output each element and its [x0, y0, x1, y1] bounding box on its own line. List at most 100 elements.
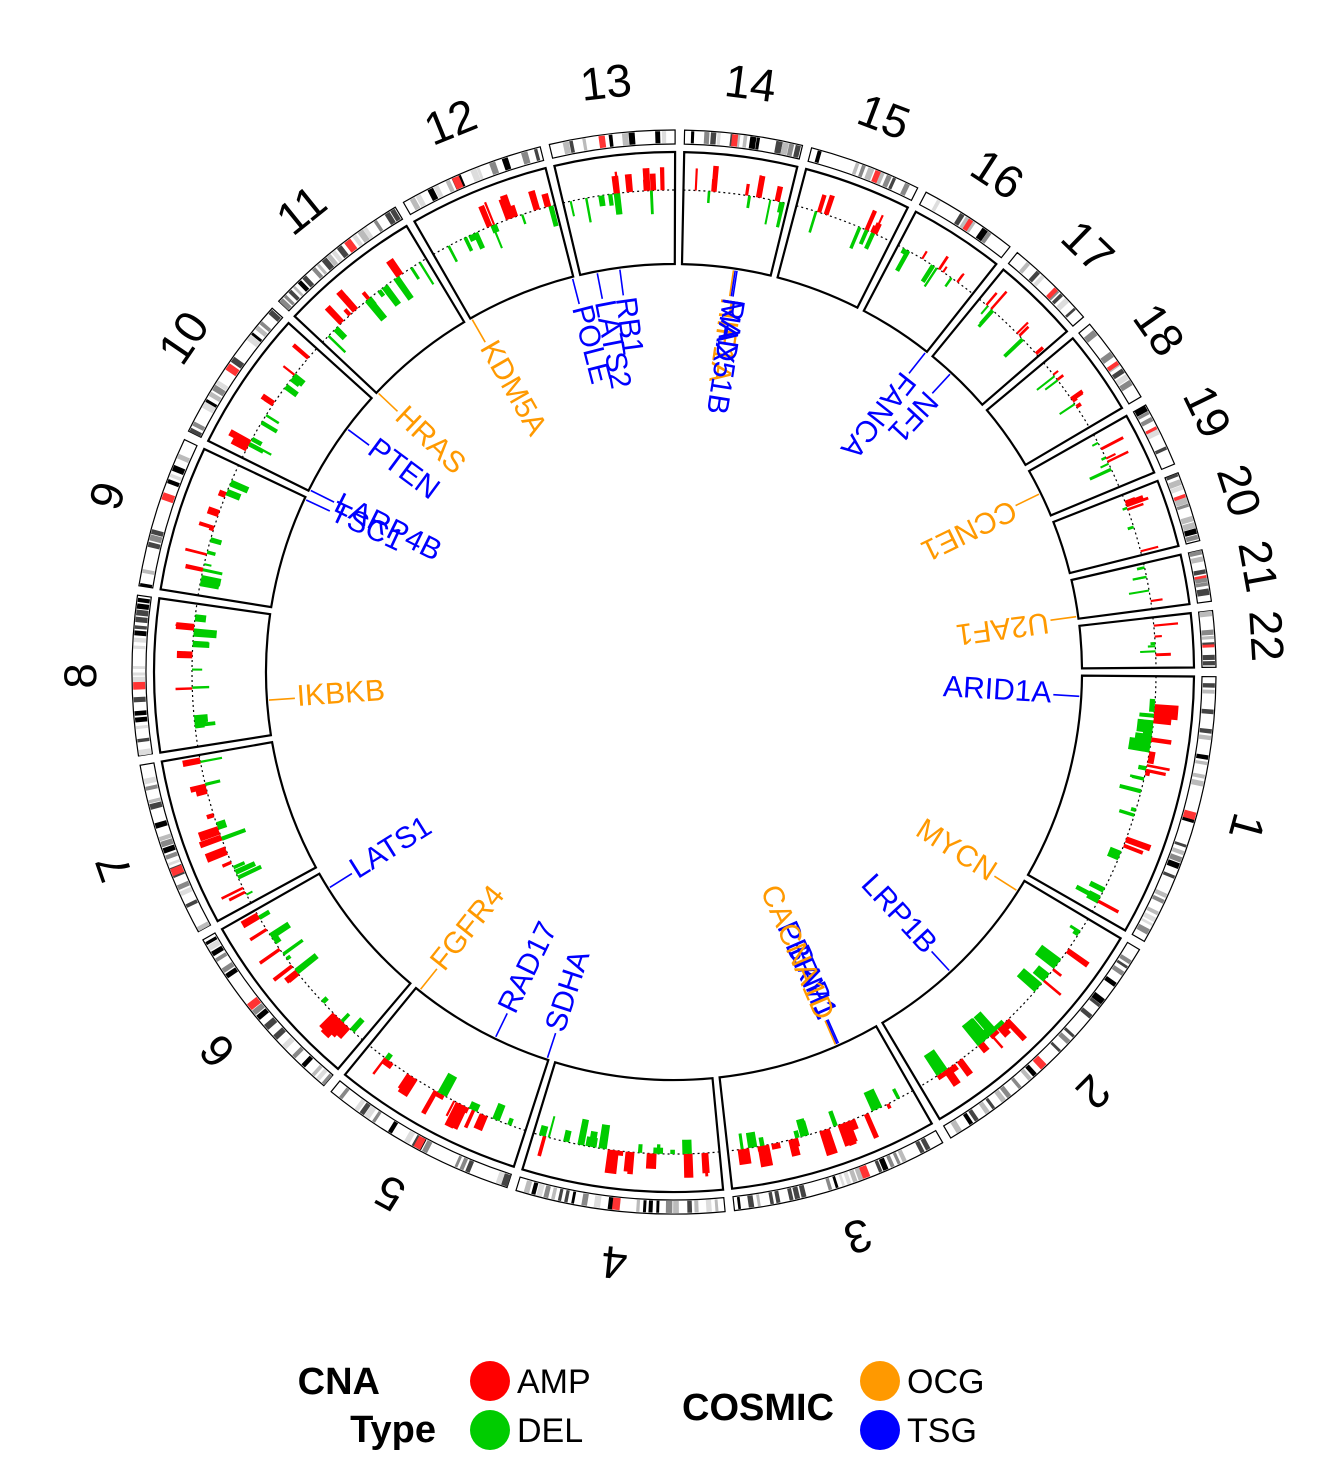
amp-segment: [757, 1144, 774, 1168]
gene-lrp1b: LRP1B: [855, 868, 950, 972]
amp-segment: [221, 886, 244, 900]
amp-segment: [683, 1153, 694, 1178]
chromosome-label-4: 4: [599, 1236, 630, 1290]
gene-u2af1: U2AF1: [954, 606, 1077, 651]
amp-segment: [819, 1128, 838, 1157]
legend-amp-label: AMP: [517, 1363, 591, 1401]
amp-segment: [978, 1041, 990, 1054]
amp-segment: [624, 174, 633, 193]
del-segment: [858, 229, 869, 245]
del-segment: [249, 442, 272, 456]
amp-segment: [1100, 436, 1124, 451]
ideogram-chr17: [1007, 251, 1085, 327]
gene-connector: [305, 499, 331, 512]
amp-segment: [194, 784, 208, 797]
gene-connector: [571, 278, 580, 305]
del-segment: [521, 214, 527, 225]
del-segment: [849, 226, 862, 250]
del-segment: [437, 1072, 458, 1097]
amp-segment: [230, 436, 250, 452]
del-segment: [321, 996, 329, 1004]
del-segment: [920, 264, 935, 283]
del-segment: [200, 756, 223, 763]
del-segment: [327, 335, 347, 354]
gene-fgfr4: FGFR4: [419, 879, 511, 990]
chromosome-label-19: 19: [1173, 377, 1242, 446]
amp-segment: [1147, 751, 1156, 765]
chromosome-label-14: 14: [722, 54, 779, 112]
ideogram-chr14: [683, 129, 804, 160]
del-segment: [1091, 441, 1099, 447]
del-segment: [900, 247, 907, 255]
del-segment: [193, 628, 217, 639]
del-segment: [1118, 809, 1135, 817]
ideogram-chr18: [1078, 323, 1142, 405]
amp-segment: [228, 890, 246, 902]
amp-segment: [445, 1100, 456, 1117]
legend-cna-title-line1: CNA: [298, 1361, 380, 1403]
ideogram-chr11: [277, 206, 404, 312]
del-segment: [745, 1131, 758, 1149]
amp-segment: [1145, 768, 1166, 777]
del-segment: [365, 297, 388, 322]
ideogram-chr3: [732, 1129, 944, 1212]
amp-segment: [284, 970, 299, 984]
amp-segment: [198, 834, 223, 849]
amp-segment: [484, 201, 496, 226]
ideogram-chr6: [202, 932, 334, 1087]
amp-segment: [1146, 764, 1170, 772]
del-segment: [598, 195, 606, 207]
del-segment: [237, 864, 262, 880]
del-segment: [1036, 375, 1056, 391]
del-segment: [746, 195, 751, 209]
ideogram-chr15: [807, 147, 919, 202]
gene-connector: [596, 273, 604, 299]
amp-segment: [1052, 370, 1059, 376]
cna-panel-chr17: [930, 268, 1069, 407]
amp-segment: [1154, 635, 1162, 638]
del-segment: [468, 1101, 481, 1112]
amp-segment: [756, 175, 766, 198]
ideogram-chr7: [139, 762, 212, 933]
del-segment: [738, 1133, 744, 1150]
del-segment: [608, 194, 614, 206]
del-segment: [863, 1088, 883, 1112]
del-segment: [1131, 775, 1145, 781]
del-segment: [613, 193, 623, 215]
del-segment: [577, 1118, 589, 1146]
gene-connector: [495, 1013, 508, 1038]
chromosome-label-12: 12: [417, 88, 484, 155]
chromosome-label-1: 1: [1219, 808, 1276, 846]
gene-connector: [931, 950, 950, 972]
amp-segment: [737, 1148, 752, 1166]
gene-connector: [827, 1019, 840, 1044]
del-segment: [637, 1144, 643, 1153]
del-segment: [923, 1049, 948, 1076]
del-segment: [202, 568, 223, 576]
del-segment: [492, 1102, 506, 1122]
gene-label-text: MYCN: [910, 812, 1002, 887]
del-segment: [547, 1116, 556, 1138]
del-segment: [204, 563, 212, 567]
gene-label-text: FGFR4: [424, 879, 511, 976]
del-segment: [369, 296, 377, 306]
del-segment: [1072, 929, 1080, 937]
chromosome-label-15: 15: [851, 83, 917, 150]
del-segment: [828, 1110, 838, 1127]
ideogram-chr16: [918, 191, 1011, 259]
amp-segment: [324, 305, 345, 325]
del-segment: [1003, 337, 1024, 358]
ocg-legend-marker: [860, 1361, 900, 1401]
del-segment: [291, 373, 306, 387]
amp-segment: [361, 291, 371, 301]
del-segment: [598, 1124, 611, 1150]
cna-panel-chr10: [206, 321, 374, 493]
del-segment: [393, 276, 414, 301]
gene-connector: [728, 270, 735, 297]
chromosome-label-22: 22: [1239, 609, 1294, 663]
amp-segment: [1123, 843, 1144, 855]
gene-label-text: CACNA1D: [754, 880, 841, 1025]
amp-segment: [864, 209, 877, 231]
cna-panel-chr11: [293, 224, 466, 395]
del-segment: [204, 779, 221, 786]
